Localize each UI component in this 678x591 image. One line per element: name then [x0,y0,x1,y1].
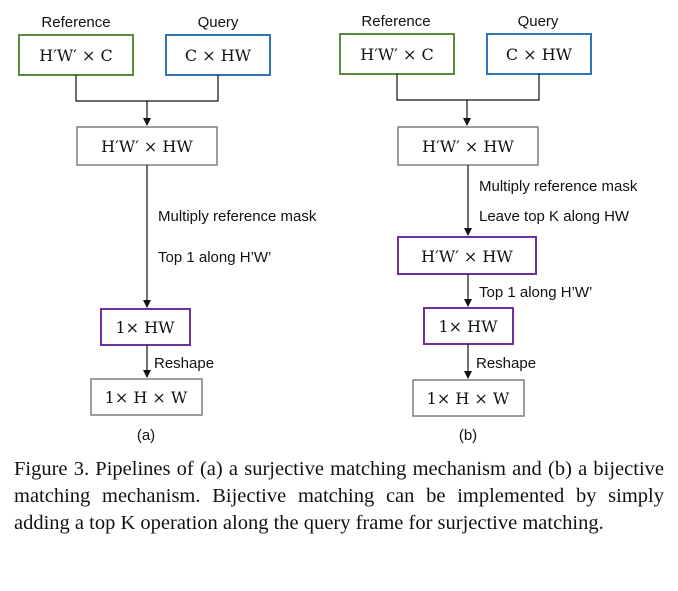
a-top1-box-text: 1× HW [115,318,175,337]
b-query-box-text: C × HW [506,45,573,64]
b-note-leave-topk: Leave top K along HW [479,208,630,225]
b-panel-label: (b) [459,427,477,444]
a-query-box-text: C × HW [185,46,252,65]
a-output-box-text: 1× H × W [105,388,188,407]
b-output-box-text: 1× H × W [427,389,510,408]
a-reference-label: Reference [41,14,110,31]
b-reference-label: Reference [361,13,430,30]
a-note-top1: Top 1 along H’W’ [158,249,271,266]
b-note-top1: Top 1 along H’W’ [479,284,592,301]
b-reference-box-text: H′W′ × C [360,45,433,64]
b-output-box [412,379,525,417]
b-top1-box-text: 1× HW [438,317,498,336]
a-panel-label: (a) [137,427,155,444]
b-note-multiply-mask: Multiply reference mask [479,178,638,195]
b-topk-box-text: H′W′ × HW [421,247,513,266]
a-similarity-box-text: H′W′ × HW [101,137,193,156]
b-query-label: Query [518,13,559,30]
panel-b: Reference Query H′W′ × C C × HW H′W′ × H… [339,13,638,444]
figure-caption: Figure 3. Pipelines of (a) a surjective … [14,458,664,534]
a-output-box [90,378,203,416]
a-reference-box [18,34,134,76]
a-reference-box-text: H′W′ × C [39,46,112,65]
b-top1-box [423,307,514,345]
b-topk-box [397,236,537,275]
b-merge-connector [396,74,540,125]
a-merge-connector [75,75,219,125]
b-reference-box [339,33,455,75]
a-note-multiply-mask: Multiply reference mask [158,208,317,225]
a-top1-box [100,308,191,346]
b-similarity-box [397,126,539,166]
b-similarity-box-text: H′W′ × HW [422,137,514,156]
panel-a: Reference Query H′W′ × C C × HW H′W′ × H… [18,14,317,444]
a-query-label: Query [198,14,239,31]
b-reshape-label: Reshape [476,355,536,372]
a-reshape-label: Reshape [154,355,214,372]
